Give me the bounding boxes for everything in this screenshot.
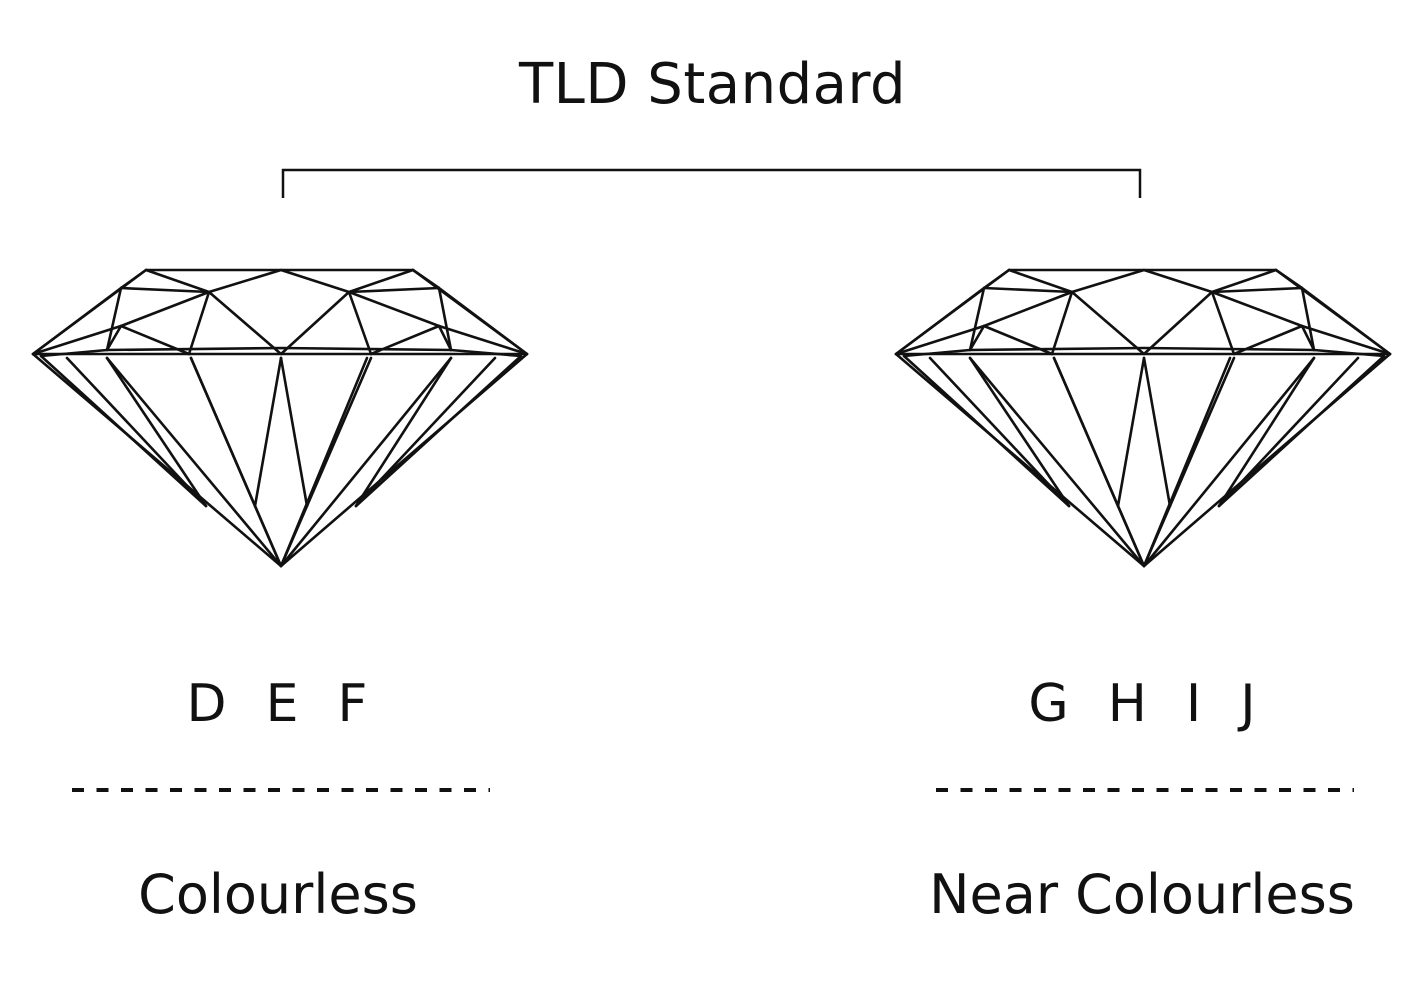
dashed-divider bbox=[72, 788, 490, 792]
grade-letters-near-colourless: G H I J bbox=[1028, 674, 1258, 734]
grade-letters-colourless: D E F bbox=[186, 674, 370, 734]
category-label-near-colourless: Near Colourless bbox=[929, 863, 1355, 926]
category-label-colourless: Colourless bbox=[138, 863, 418, 926]
diamond-icon-colourless bbox=[31, 262, 531, 572]
dashed-divider bbox=[936, 788, 1354, 792]
page-title: TLD Standard bbox=[518, 52, 907, 117]
diamond-icon-near-colourless bbox=[894, 262, 1394, 572]
